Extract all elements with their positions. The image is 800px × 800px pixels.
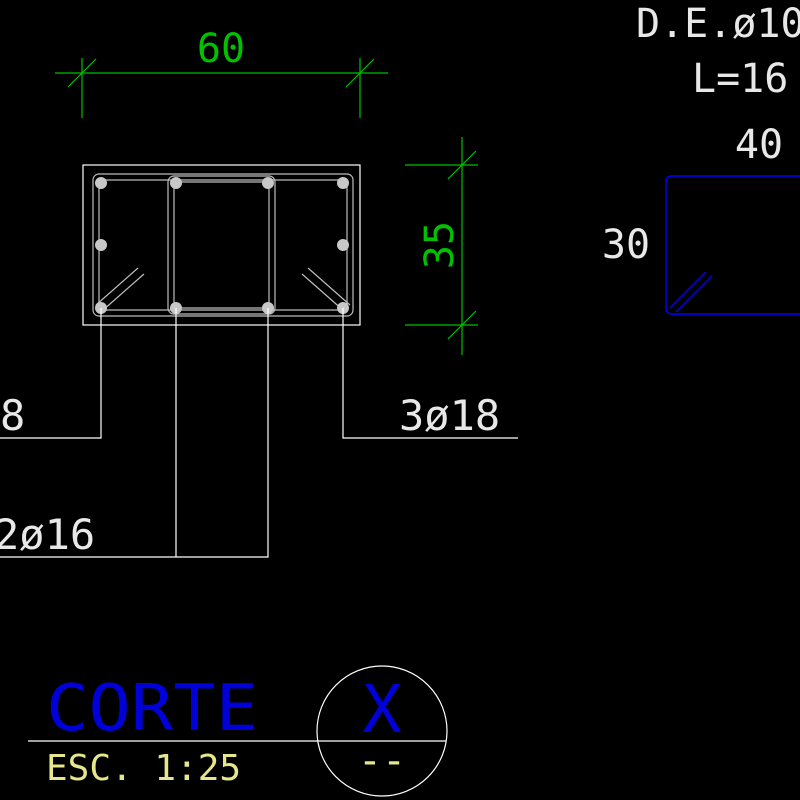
right-callout-label: 3ø18 [399,391,500,440]
left-callout-label: 8 [0,391,25,440]
rebar-group [95,177,349,314]
rebar-mid-left [95,239,107,251]
section-marker-sheet: -- [358,738,406,784]
height-dimension [405,137,478,355]
outer-stirrup [92,173,354,317]
rebar-top-1 [95,177,107,189]
rebar-top-4 [337,177,349,189]
drawing-title: CORTE [46,672,258,746]
stirrup-width-label: 40 [735,122,783,168]
height-dimension-label: 35 [417,221,463,269]
rebar-top-2 [170,177,182,189]
rebar-mid-right [337,239,349,251]
stirrup-height-label: 30 [602,222,650,268]
stirrup-detail-shape [665,175,800,315]
section-marker-letter: X [362,671,402,748]
callout-leaders [0,308,518,558]
width-dimension [55,58,388,118]
drawing-scale: ESC. 1:25 [46,748,241,789]
rebar-top-3 [262,177,274,189]
inner-stirrup [167,175,276,315]
beam-section-outline [82,164,361,326]
stirrup-spec-line2: L=16 [692,56,788,102]
stirrup-spec-line1: D.E.ø10@ [636,1,800,47]
bottom-callout-label: 2ø16 [0,510,95,559]
section-marker-circle [316,665,448,797]
width-dimension-label: 60 [197,26,245,72]
